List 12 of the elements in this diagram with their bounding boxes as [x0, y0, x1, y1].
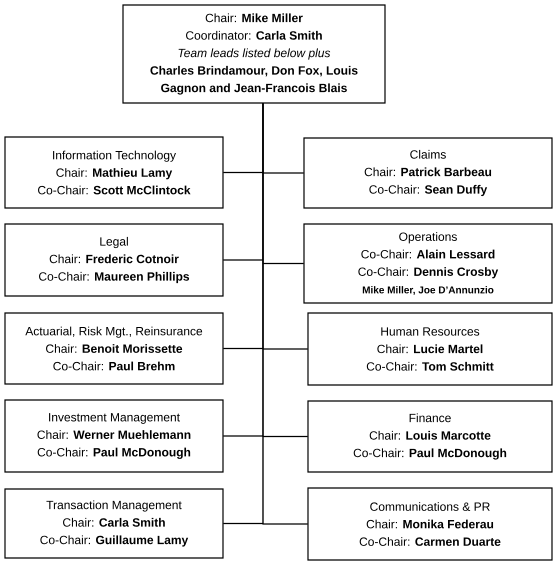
org-box: Legal Chair: Frederic Cotnoir Co-Chair: Maureen Phillips [4, 223, 224, 297]
org-box: Human Resources Chair: Lucie Martel Co-Chair: Tom Schmitt [307, 312, 553, 386]
org-box: Information Technology Chair: Mathieu Lamy Co-Chair: Scott McClintock [4, 136, 224, 209]
org-box: Operations Co-Chair: Alain Lessard Co-Chair: Dennis Crosby Mike Miller, Joe D’Annunzio [303, 223, 553, 304]
org-box: Transaction Management Chair: Carla Smith Co-Chair: Guillaume Lamy [4, 488, 224, 559]
org-box: Communications & PR Chair: Monika Federau Co-Chair: Carmen Duarte [307, 487, 553, 561]
org-box: Claims Chair: Patrick Barbeau Co-Chair: Sean Duffy [303, 137, 553, 209]
org-box: Chair: Mike Miller Coordinator: Carla Smith Team leads listed below plus Charles Brindamour, Don Fox, Louis Gagnon and Jean-Francois Blais [122, 4, 386, 104]
org-box: Finance Chair: Louis Marcotte Co-Chair: Paul McDonough [307, 400, 553, 473]
org-box: Investment Management Chair: Werner Muehlemann Co-Chair: Paul McDonough [4, 399, 224, 473]
connector-line [262, 104, 308, 525]
org-box: Actuarial, Risk Mgt., Reinsurance Chair: Benoit Morissette Co-Chair: Paul Brehm [4, 312, 224, 385]
